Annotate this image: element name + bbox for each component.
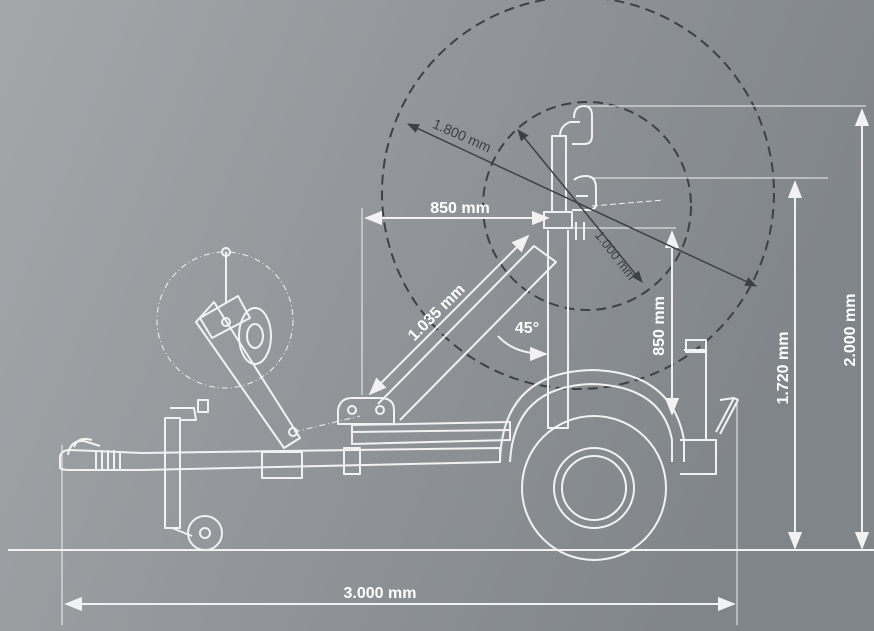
drum-large-outline (381, 0, 775, 390)
arm-angle-label: 45° (515, 320, 539, 337)
total-height-label: 2.000 mm (842, 294, 859, 367)
arm-height-label: 1.720 mm (775, 332, 792, 405)
rear-drum-outline (156, 251, 294, 389)
drum-small-arrow (517, 129, 643, 283)
mast-height-label: 850 mm (651, 296, 668, 356)
total-length-label: 3.000 mm (344, 585, 417, 602)
reach-horizontal-label: 850 mm (430, 200, 490, 217)
drum-arrows (406, 123, 758, 287)
arm-angle-arc (497, 335, 548, 362)
